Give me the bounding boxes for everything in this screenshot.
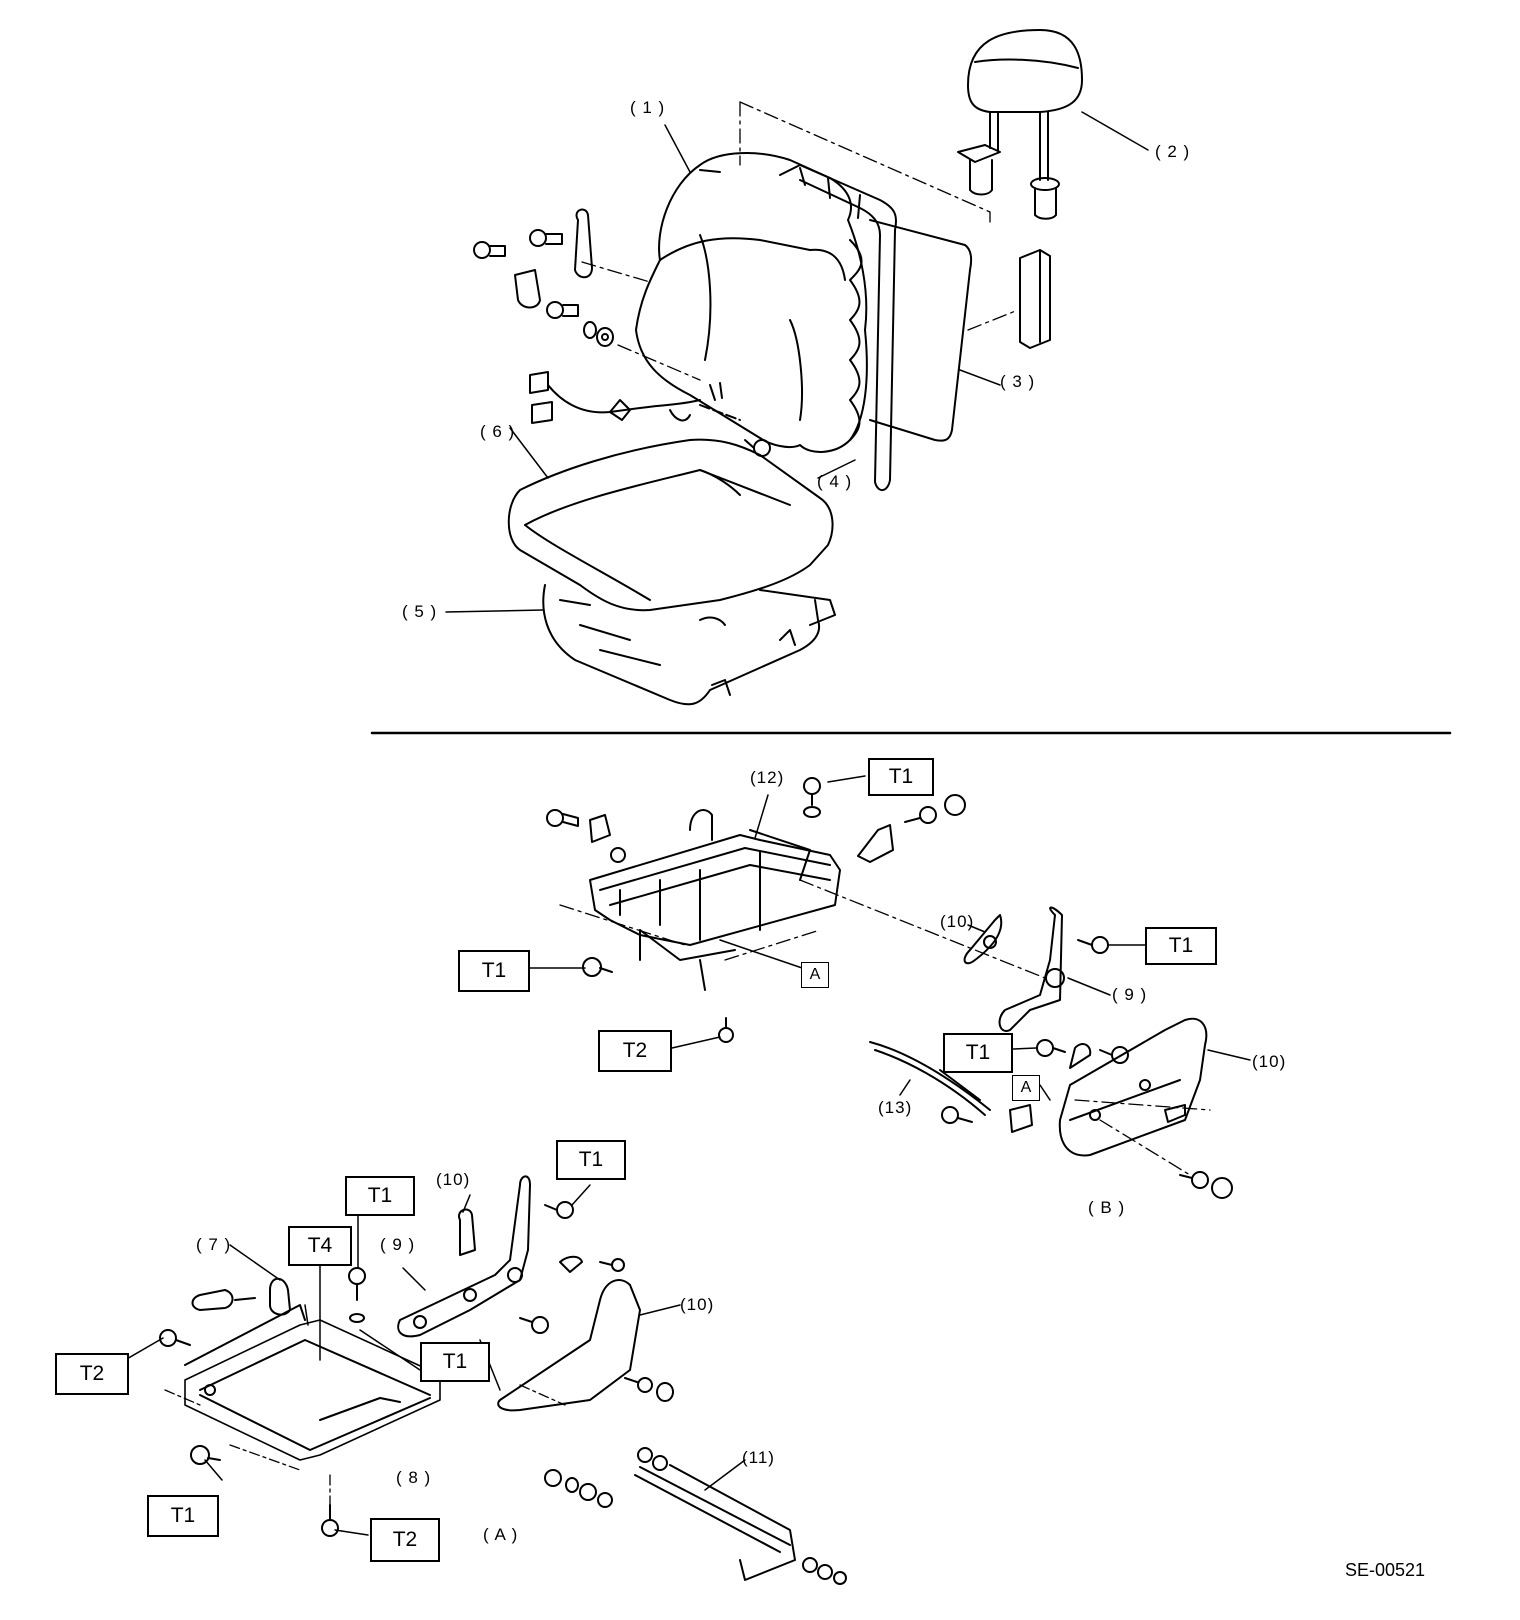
trim-block bbox=[1019, 249, 1051, 349]
torque-box-t2: T2 bbox=[598, 1030, 672, 1072]
connecting-rod bbox=[544, 1447, 847, 1585]
seat-cushion bbox=[507, 438, 834, 612]
a-bolts bbox=[159, 1267, 366, 1537]
torque-box-t1: T1 bbox=[420, 1342, 490, 1382]
torque-box-t4: T4 bbox=[288, 1226, 352, 1266]
slide-rail-a bbox=[184, 1319, 441, 1461]
part-label-10: (10) bbox=[1252, 1052, 1287, 1071]
torque-box-t2: T2 bbox=[55, 1353, 129, 1395]
part-label-10: (10) bbox=[436, 1170, 471, 1189]
seat-harness bbox=[529, 371, 771, 457]
seat-frame bbox=[542, 584, 836, 706]
seatback-frame bbox=[779, 164, 898, 491]
back-board bbox=[869, 219, 973, 442]
headrest bbox=[967, 29, 1083, 181]
part-label-12: (12) bbox=[750, 768, 785, 787]
torque-box-t1: T1 bbox=[345, 1176, 415, 1216]
part-label-4: ( 4 ) bbox=[817, 472, 853, 491]
part-label-7: ( 7 ) bbox=[196, 1235, 232, 1254]
torque-box-t1: T1 bbox=[868, 758, 934, 796]
side-cover-a bbox=[497, 1255, 674, 1412]
torque-box-t1: T1 bbox=[943, 1033, 1013, 1073]
torque-box-t1: T1 bbox=[147, 1495, 219, 1537]
torque-box-t1: T1 bbox=[1145, 927, 1217, 965]
torque-box-t2: T2 bbox=[370, 1518, 440, 1562]
headrest-guide bbox=[957, 144, 1060, 220]
part-label-9: ( 9 ) bbox=[1112, 985, 1148, 1004]
part-label-13: (13) bbox=[878, 1098, 913, 1117]
torque-box-t1: T1 bbox=[458, 950, 530, 992]
torque-box-t1: T1 bbox=[556, 1140, 626, 1180]
part-label-10: (10) bbox=[940, 912, 975, 931]
part-label-5: ( 5 ) bbox=[402, 602, 438, 621]
part-label-9: ( 9 ) bbox=[380, 1235, 416, 1254]
seatback-cushion bbox=[635, 152, 868, 453]
hinge-hardware bbox=[473, 208, 614, 347]
part-label-8: ( 8 ) bbox=[396, 1468, 432, 1487]
section-label-a: ( A ) bbox=[483, 1525, 519, 1544]
reference-box-a: A bbox=[1012, 1075, 1040, 1101]
side-cover-b bbox=[1058, 1017, 1233, 1199]
part-label-3: ( 3 ) bbox=[1000, 372, 1036, 391]
part-label-6: ( 6 ) bbox=[480, 422, 516, 441]
recliner-b bbox=[963, 906, 1109, 1032]
reference-box-a: A bbox=[801, 962, 829, 988]
part-label-10: (10) bbox=[680, 1295, 715, 1314]
frame-bolts bbox=[546, 777, 966, 1043]
part-label-2: ( 2 ) bbox=[1155, 142, 1191, 161]
section-label-b: ( B ) bbox=[1088, 1198, 1126, 1217]
power-seat-frame bbox=[589, 809, 841, 991]
part-label-11: (11) bbox=[742, 1448, 775, 1467]
slide-lever bbox=[184, 1277, 306, 1366]
part-label-1: ( 1 ) bbox=[630, 98, 666, 117]
harness-b bbox=[869, 1039, 1066, 1133]
recliner-a bbox=[397, 1175, 574, 1338]
figure-code: SE-00521 bbox=[1345, 1560, 1426, 1580]
